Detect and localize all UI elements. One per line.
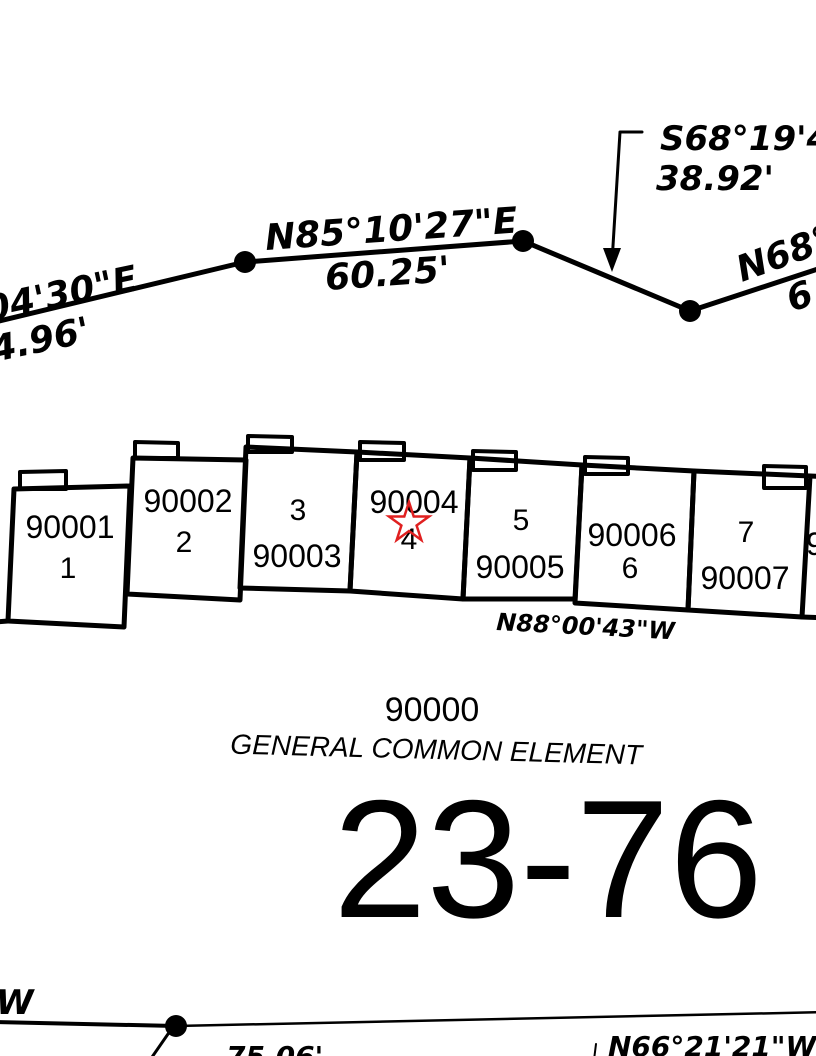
unit-6-entry (583, 455, 630, 476)
bottom-boundary: W 75.06' N66°21'21"W (0, 983, 816, 1056)
unit-1[interactable]: 90001 1 (5, 469, 133, 630)
unit-7-entry (762, 464, 808, 490)
segment-4-distance: 6 (781, 273, 816, 320)
segment-2-distance: 60.25' (324, 249, 451, 299)
unit-6-label: 6 (622, 552, 639, 585)
boundary-monument (512, 230, 534, 252)
unit-1-entry (18, 469, 68, 491)
boundary-monument (679, 300, 701, 322)
unit-2-label: 2 (176, 526, 193, 559)
unit-3-label: 3 (290, 494, 307, 527)
unit-3-entry (246, 434, 294, 454)
top-boundary: 04'30"E 4.96' N85°10'27"E 60.25' S68°19'… (0, 119, 816, 371)
unit-5-number: 90005 (476, 549, 565, 585)
boundary-monument (234, 251, 256, 273)
leader-arrowhead (603, 248, 621, 272)
unit-4[interactable]: 90004 4 (347, 440, 473, 602)
unit-4-entry (358, 440, 406, 462)
unit-2-entry (133, 440, 180, 460)
bottom-bearing: N66°21'21"W (608, 1030, 816, 1056)
unit-6-number: 90006 (588, 517, 677, 553)
boundary-monument (165, 1015, 187, 1037)
unit-6[interactable]: 90006 6 (572, 455, 697, 613)
unit-3[interactable]: 3 90003 (237, 434, 360, 594)
unit-8-partial[interactable]: 9 (799, 473, 816, 621)
unit-5-entry (471, 449, 518, 472)
segment-3-bearing: S68°19'4 (660, 119, 816, 159)
unit-3-number: 90003 (253, 538, 342, 574)
unit-2[interactable]: 90002 2 (124, 440, 249, 603)
unit-5-label: 5 (513, 504, 530, 537)
unit-1-label: 1 (60, 552, 77, 585)
leader-line (610, 130, 644, 264)
unit-1-number: 90001 (26, 509, 115, 545)
common-element-id: 90000 (385, 691, 480, 729)
bottom-distance: 75.06' (226, 1040, 323, 1056)
common-element: 90000 GENERAL COMMON ELEMENT (230, 691, 644, 770)
unit-row-bearing: N88°00'43"W (496, 608, 677, 645)
unit-5[interactable]: 5 90005 (460, 449, 585, 602)
unit-7-number: 90007 (701, 560, 790, 596)
unit-row: 90001 1 90002 2 3 90003 90004 4 5 90005 (0, 434, 816, 645)
segment-3-distance: 38.92' (656, 159, 774, 199)
map-number: 23-76 (333, 765, 763, 953)
unit-8-number: 9 (806, 526, 816, 562)
segment-2-bearing: N85°10'27"E (264, 200, 519, 259)
star-icon[interactable] (385, 497, 433, 544)
unit-4-label: 4 (401, 523, 418, 556)
bottom-left-fragment: W (0, 983, 35, 1023)
unit-2-number: 90002 (144, 483, 233, 519)
unit-7[interactable]: 7 90007 (685, 464, 813, 620)
unit-7-label: 7 (738, 516, 755, 549)
